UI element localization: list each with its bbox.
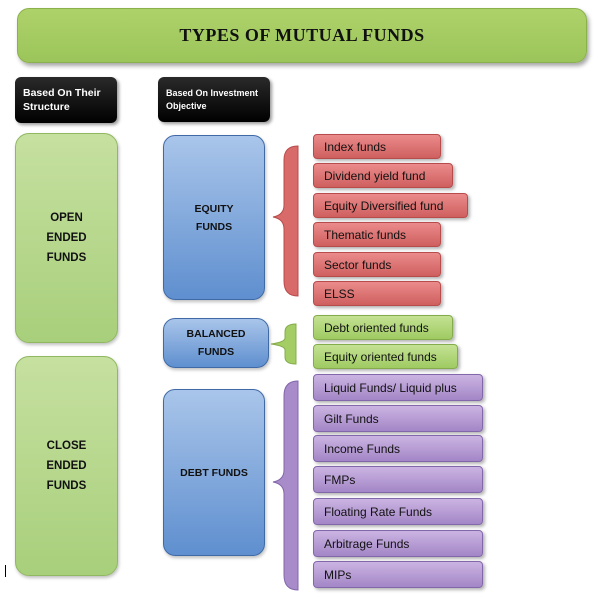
close-ended-funds-box: CLOSE ENDED FUNDS (15, 356, 118, 576)
balanced-funds-box: BALANCED FUNDS (163, 318, 269, 368)
diagram-title-text: TYPES OF MUTUAL FUNDS (179, 25, 425, 45)
equity-item: Index funds (313, 134, 441, 159)
equity-item: Dividend yield fund (313, 163, 453, 188)
text-cursor-mark (5, 565, 6, 577)
header-structure: Based On Their Structure (15, 77, 117, 123)
open-ended-line3: FUNDS (46, 252, 87, 264)
diagram-title: TYPES OF MUTUAL FUNDS (17, 8, 587, 63)
close-ended-line1: CLOSE (46, 440, 87, 452)
debt-item: Arbitrage Funds (313, 530, 483, 557)
balanced-funds-line2: FUNDS (197, 346, 235, 358)
debt-item: Liquid Funds/ Liquid plus (313, 374, 483, 401)
open-ended-line1: OPEN (50, 212, 83, 224)
debt-item: Income Funds (313, 435, 483, 462)
equity-item: Thematic funds (313, 222, 441, 247)
header-objective: Based On Investment Objective (158, 77, 270, 122)
equity-brace (272, 145, 299, 297)
equity-item: Sector funds (313, 252, 441, 277)
equity-funds-line2: FUNDS (195, 220, 233, 233)
debt-item: MIPs (313, 561, 483, 588)
balanced-item: Debt oriented funds (313, 315, 453, 340)
equity-item: ELSS (313, 281, 441, 306)
debt-item: Gilt Funds (313, 405, 483, 432)
debt-funds-box: DEBT FUNDS (163, 389, 265, 556)
equity-funds-box: EQUITY FUNDS (163, 135, 265, 300)
debt-funds-label: DEBT FUNDS (180, 466, 248, 479)
debt-item: Floating Rate Funds (313, 498, 483, 525)
balanced-item: Equity oriented funds (313, 344, 458, 369)
balanced-brace (270, 323, 297, 365)
debt-item: FMPs (313, 466, 483, 493)
open-ended-funds-box: OPEN ENDED FUNDS (15, 133, 118, 343)
equity-funds-line1: EQUITY (194, 202, 234, 215)
open-ended-line2: ENDED (46, 232, 87, 244)
close-ended-line3: FUNDS (46, 480, 87, 492)
close-ended-line2: ENDED (46, 460, 87, 472)
balanced-funds-line1: BALANCED (186, 328, 246, 340)
debt-brace (272, 380, 299, 591)
equity-item: Equity Diversified fund (313, 193, 468, 218)
